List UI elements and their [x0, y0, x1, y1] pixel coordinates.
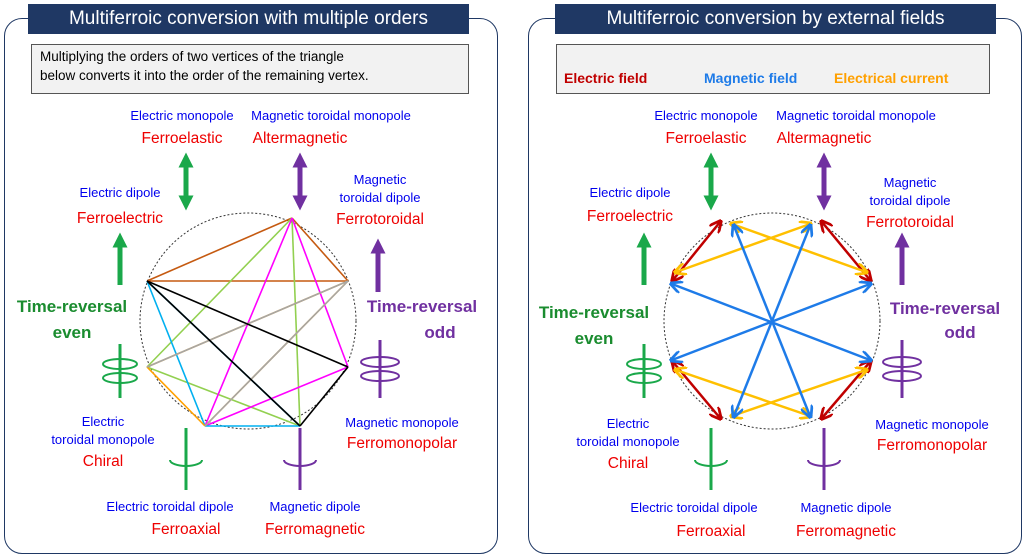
multipole-magnetic-toroidal-monopole: Magnetic toroidal monopole: [776, 108, 936, 123]
order-ferromonopolar: Ferromonopolar: [876, 437, 988, 454]
arrows-left: [112, 152, 386, 292]
multipole-electric-dipole: Electric dipole: [589, 185, 671, 200]
multipole-electric-monopole: Electric monopole: [654, 108, 758, 123]
triangle-lines: [146, 217, 349, 427]
order-ferrotoroidal: Ferrotoroidal: [336, 211, 424, 228]
order-ferroaxial: Ferroaxial: [676, 523, 746, 540]
order-circle-left: [139, 212, 357, 430]
note-line-1: Multiplying the orders of two vertices o…: [40, 49, 344, 64]
rotation-icons-left: [102, 340, 400, 490]
order-chiral: Chiral: [607, 455, 649, 472]
multipole-magnetic-toroidal-dipole-line2: toroidal dipole: [869, 193, 951, 208]
multipole-magnetic-monopole: Magnetic monopole: [345, 415, 459, 430]
time-reversal-even-line1: Time-reversal: [538, 303, 650, 322]
time-reversal-odd-line2: odd: [424, 323, 456, 342]
time-reversal-even-line1: Time-reversal: [16, 297, 128, 316]
time-reversal-odd-line1: Time-reversal: [366, 297, 478, 316]
multipole-electric-toroidal-monopole-line1: Electric: [606, 416, 650, 431]
arrows-right: [636, 152, 910, 285]
order-ferroelastic: Ferroelastic: [141, 130, 223, 147]
left-panel-title: Multiferroic conversion with multiple or…: [28, 4, 469, 34]
multipole-magnetic-toroidal-dipole-line2: toroidal dipole: [339, 190, 421, 205]
time-reversal-even-line2: even: [574, 329, 614, 348]
order-ferroaxial: Ferroaxial: [151, 521, 221, 538]
multipole-electric-toroidal-monopole-line1: Electric: [81, 414, 125, 429]
note-line-2: below converts it into the order of the …: [40, 68, 369, 83]
order-ferrotoroidal: Ferrotoroidal: [866, 214, 954, 231]
order-altermagnetic: Altermagnetic: [252, 130, 348, 147]
multipole-magnetic-toroidal-monopole: Magnetic toroidal monopole: [251, 108, 411, 123]
multipole-electric-dipole: Electric dipole: [79, 185, 161, 200]
order-ferroelectric: Ferroelectric: [76, 210, 164, 227]
order-ferromagnetic: Ferromagnetic: [796, 523, 896, 540]
order-ferromagnetic: Ferromagnetic: [265, 521, 365, 538]
order-ferromonopolar: Ferromonopolar: [346, 435, 458, 452]
multipole-magnetic-toroidal-dipole-line1: Magnetic: [883, 175, 937, 190]
legend-electrical-current: Electrical current: [834, 70, 949, 86]
multipole-electric-toroidal-monopole-line2: toroidal monopole: [51, 432, 155, 447]
multipole-electric-toroidal-dipole: Electric toroidal dipole: [630, 500, 758, 515]
order-altermagnetic: Altermagnetic: [776, 130, 872, 147]
order-circle-right: [663, 212, 881, 430]
rotation-icons-right: [626, 340, 922, 490]
order-chiral: Chiral: [82, 453, 124, 470]
time-reversal-even-line2: even: [52, 323, 92, 342]
time-reversal-odd-line2: odd: [944, 323, 976, 342]
right-panel-title: Multiferroic conversion by external fiel…: [555, 4, 996, 34]
multipole-electric-toroidal-monopole-line2: toroidal monopole: [576, 434, 680, 449]
multipole-electric-monopole: Electric monopole: [130, 108, 234, 123]
multipole-magnetic-toroidal-dipole-line1: Magnetic: [353, 172, 407, 187]
order-ferroelastic: Ferroelastic: [665, 130, 747, 147]
time-reversal-odd-line1: Time-reversal: [889, 299, 1001, 318]
multipole-magnetic-dipole: Magnetic dipole: [800, 500, 892, 515]
field-legend: [556, 44, 990, 94]
left-panel: [4, 18, 498, 554]
legend-electric-field: Electric field: [564, 70, 648, 86]
multipole-magnetic-dipole: Magnetic dipole: [269, 499, 361, 514]
multipole-magnetic-monopole: Magnetic monopole: [875, 417, 989, 432]
legend-magnetic-field: Magnetic field: [704, 70, 798, 86]
multipole-electric-toroidal-dipole: Electric toroidal dipole: [106, 499, 234, 514]
order-ferroelectric: Ferroelectric: [586, 208, 674, 225]
conversion-rule-note: Multiplying the orders of two vertices o…: [31, 44, 469, 94]
field-arrows-right: [672, 222, 870, 418]
